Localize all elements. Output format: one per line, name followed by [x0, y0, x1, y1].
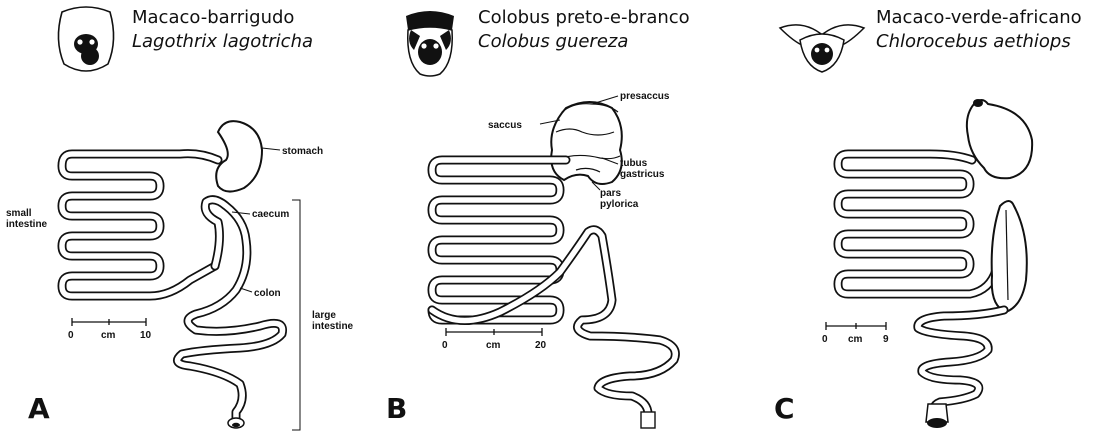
- label-caecum: caecum: [252, 209, 289, 220]
- scale-bar-c: [826, 322, 886, 330]
- panel-b-common-name: Colobus preto-e-branco: [478, 6, 690, 30]
- small-intestine-c: [838, 154, 996, 294]
- panel-a-common-name: Macaco-barrigudo: [132, 6, 313, 30]
- stomach-b: [551, 102, 622, 184]
- gut-diagram-a: [62, 121, 300, 430]
- scale-b-start: 0: [442, 340, 448, 351]
- label-small-intestine: small intestine: [6, 208, 47, 230]
- gut-diagram-c: [838, 99, 1032, 428]
- label-stomach: stomach: [282, 146, 323, 157]
- label-saccus: saccus: [488, 120, 522, 131]
- scale-b-end: 20: [535, 340, 546, 351]
- stomach-c: [967, 99, 1032, 178]
- scale-c-start: 0: [822, 334, 828, 345]
- panel-b-scientific-name: Colobus guereza: [478, 30, 690, 54]
- panel-c-scientific-name: Chlorocebus aethiops: [876, 30, 1082, 54]
- panel-b-title: Colobus preto-e-branco Colobus guereza: [478, 6, 690, 54]
- label-large-intestine: large intestine: [312, 310, 353, 332]
- label-presaccus: presaccus: [620, 91, 669, 102]
- panel-a-scientific-name: Lagothrix lagotricha: [132, 30, 313, 54]
- panel-c-common-name: Macaco-verde-africano: [876, 6, 1082, 30]
- scale-a-unit: cm: [101, 330, 115, 341]
- gut-diagram-b: [432, 96, 675, 428]
- stomach-a: [216, 121, 262, 191]
- small-intestine-b: [432, 160, 566, 320]
- caecum-colon-a: [178, 200, 283, 428]
- scale-c-end: 9: [883, 334, 889, 345]
- label-pars-pylorica: pars pylorica: [600, 188, 638, 210]
- colobus-face-icon: [406, 11, 454, 76]
- panel-c-letter: C: [774, 392, 795, 425]
- scale-b-unit: cm: [486, 340, 500, 351]
- scale-c-unit: cm: [848, 334, 862, 345]
- scale-bar-b: [446, 328, 542, 336]
- label-tubus-gastricus: tubus gastricus: [620, 158, 664, 180]
- label-colon: colon: [254, 288, 281, 299]
- panel-b-letter: B: [386, 392, 407, 425]
- small-intestine-a: [62, 154, 218, 296]
- scale-bar-a: [72, 318, 146, 326]
- woolly-monkey-face-icon: [58, 7, 113, 71]
- scale-a-end: 10: [140, 330, 151, 341]
- vervet-face-icon: [780, 25, 864, 72]
- panel-c-title: Macaco-verde-africano Chlorocebus aethio…: [876, 6, 1082, 54]
- scale-a-start: 0: [68, 330, 74, 341]
- panel-a-title: Macaco-barrigudo Lagothrix lagotricha: [132, 6, 313, 54]
- panel-a-letter: A: [28, 392, 50, 425]
